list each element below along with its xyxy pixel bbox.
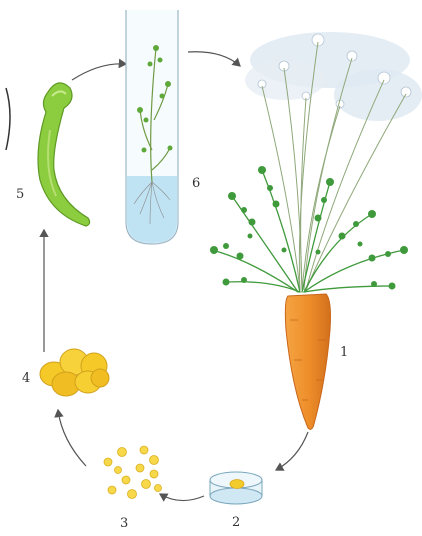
petri-dish-explant xyxy=(210,472,262,504)
somatic-embryo xyxy=(38,83,90,226)
leaflets xyxy=(210,166,408,290)
label-carrot-plant: 1 xyxy=(340,345,348,360)
carrot-foliage xyxy=(212,170,404,292)
label-callus: 4 xyxy=(22,371,30,386)
arrow-cells-to-callus xyxy=(58,410,86,466)
partial-bracket-mark xyxy=(6,88,10,150)
flower-umbels xyxy=(245,32,422,121)
arrow-embryo-to-tube xyxy=(72,64,126,80)
label-test-tube: 6 xyxy=(192,176,200,191)
arrow-tube-to-plant xyxy=(188,52,240,66)
label-petri-dish: 2 xyxy=(232,515,240,530)
label-single-cells: 3 xyxy=(120,516,128,531)
arrow-dish-to-cells xyxy=(160,494,204,501)
callus-mass xyxy=(40,349,109,396)
culture-medium xyxy=(127,176,177,243)
label-embryo: 5 xyxy=(16,187,24,202)
carrot-plant xyxy=(210,32,422,429)
dispersed-cells xyxy=(104,446,162,499)
arrow-carrot-to-dish xyxy=(276,432,308,470)
tissue-explant xyxy=(230,480,244,489)
carrot-taproot xyxy=(285,294,330,429)
test-tube-plantlet xyxy=(126,10,178,244)
